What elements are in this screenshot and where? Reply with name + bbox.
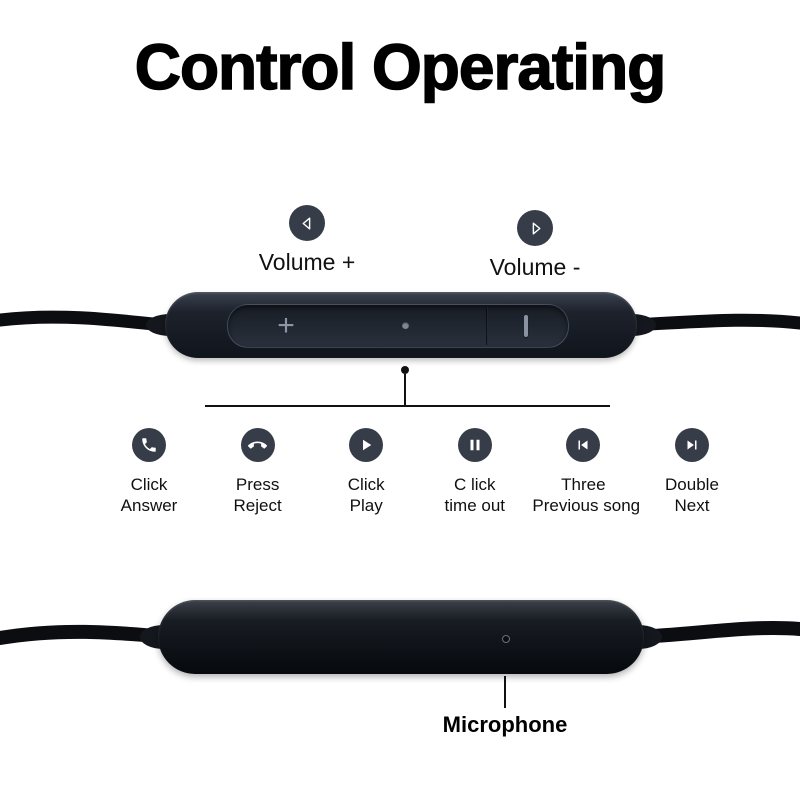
volume-up-button: + [277, 309, 295, 342]
microphone-pointer-line [504, 676, 506, 708]
panel-divider [486, 307, 488, 345]
function-label: Three [561, 475, 606, 494]
function-label: Click [347, 475, 385, 494]
microphone-label: Microphone [442, 712, 568, 737]
function-label: Click [130, 475, 168, 494]
function-label: Previous song [532, 496, 641, 516]
function-next: Double Next [641, 428, 743, 517]
microphone-module-body [158, 600, 644, 674]
pointer-dot [401, 366, 409, 374]
center-multifunction-button [402, 322, 409, 329]
function-label: C lick [454, 475, 496, 494]
function-answer: Click Answer [98, 428, 200, 517]
function-label: time out [444, 496, 506, 516]
function-label: Answer [120, 496, 178, 516]
volume-up-group: Volume + [222, 205, 392, 276]
microphone-hole [502, 635, 510, 643]
volume-down-group: Volume - [450, 210, 620, 281]
function-label: Press [235, 475, 280, 494]
function-play: Click Play [315, 428, 417, 517]
function-label: Reject [233, 496, 282, 516]
phone-reject-icon [240, 428, 275, 462]
play-icon [349, 428, 384, 462]
volume-down-button [524, 315, 528, 337]
function-label: Play [349, 496, 383, 516]
function-reject: Press Reject [207, 428, 309, 517]
function-row: Click Answer Press Reject Click Play [98, 428, 743, 517]
phone-answer-icon [132, 428, 166, 462]
pause-icon [457, 428, 492, 462]
volume-down-label: Volume - [489, 254, 581, 280]
remote-button-panel: + [227, 304, 569, 348]
pointer-line [404, 374, 406, 405]
function-previous: Three Previous song [532, 428, 641, 517]
next-track-icon [674, 428, 709, 462]
volume-up-label: Volume + [258, 249, 356, 275]
function-pause: C lick time out [424, 428, 526, 517]
volume-down-icon [517, 210, 553, 246]
page-title: Control Operating [134, 30, 667, 104]
volume-up-icon [289, 205, 325, 241]
inline-remote-body: + [165, 292, 637, 358]
function-label: Next [674, 496, 710, 516]
previous-track-icon [566, 428, 601, 462]
bracket-line [205, 405, 610, 407]
function-label: Double [665, 475, 719, 494]
